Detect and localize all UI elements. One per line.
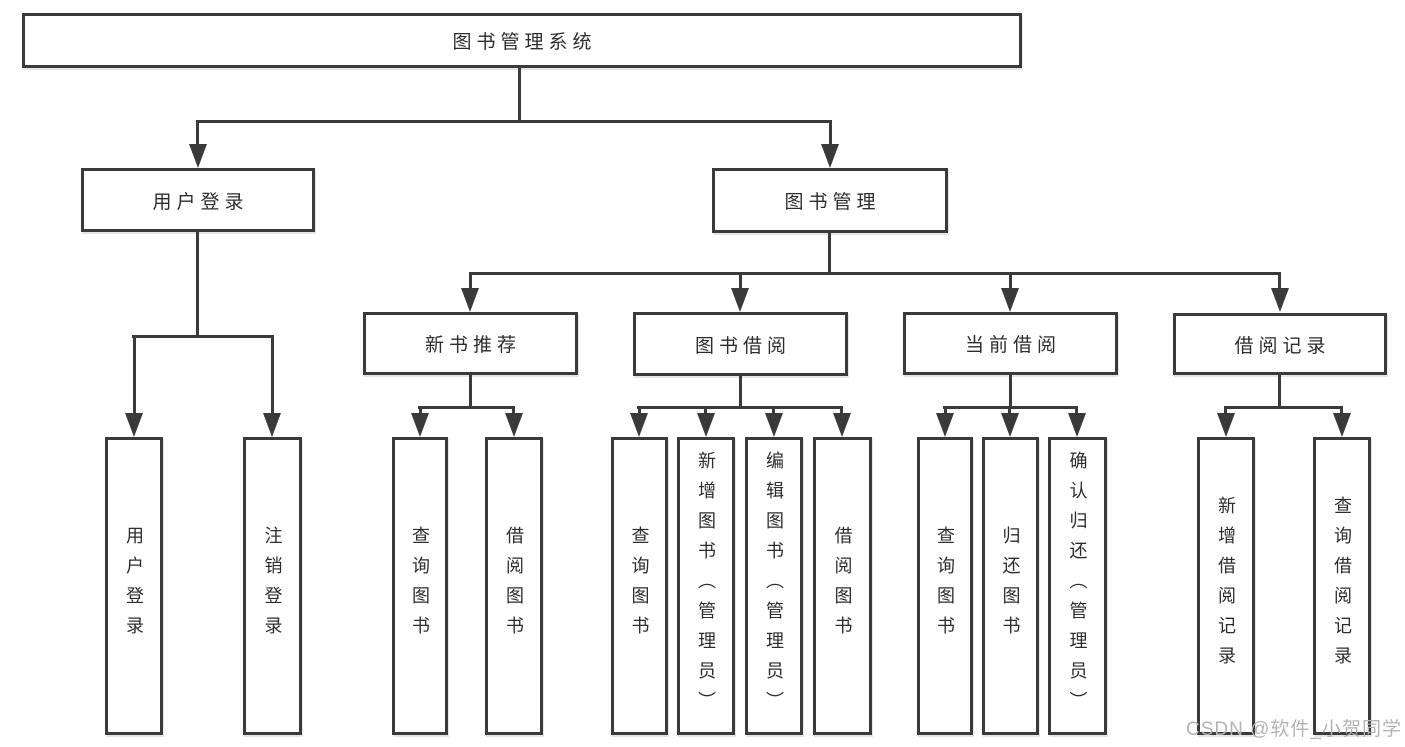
node-new-book-recommendation: 新书推荐 [363, 312, 578, 375]
connector-hline [637, 406, 843, 409]
node-user-login: 用户登录 [81, 168, 315, 232]
connector-vline [1278, 375, 1281, 408]
arrow-down-icon [765, 413, 783, 437]
connector-vline [772, 406, 775, 415]
leaf-add-borrow-record: 新增借阅记录 [1197, 437, 1255, 735]
arrow-down-icon [1217, 413, 1235, 437]
connector-vline [829, 120, 832, 146]
connector-vline [944, 406, 947, 415]
leaf-borrow-books: 借阅图书 [813, 437, 872, 735]
connector-vline [196, 120, 199, 146]
leaf-confirm-return-admin: 确认归还（管理员） [1048, 437, 1107, 735]
arrow-down-icon [1271, 288, 1289, 312]
arrow-down-icon [630, 413, 648, 437]
connector-vline [1340, 406, 1343, 415]
connector-vline [840, 406, 843, 415]
leaf-edit-books-admin: 编辑图书（管理员） [745, 437, 803, 735]
node-current-borrowing: 当前借阅 [903, 312, 1118, 375]
connector-hline [132, 335, 273, 338]
arrow-down-icon [461, 288, 479, 312]
arrow-down-icon [189, 144, 207, 168]
node-book-borrowing: 图书借阅 [633, 312, 848, 376]
connector-hline [469, 272, 1280, 275]
connector-vline [638, 406, 641, 415]
arrow-down-icon [1068, 413, 1086, 437]
leaf-return-books: 归还图书 [982, 437, 1039, 735]
arrow-down-icon [821, 144, 839, 168]
connector-vline [1224, 406, 1227, 415]
node-borrowing-records: 借阅记录 [1173, 313, 1387, 375]
leaf-logout: 注销登录 [243, 437, 302, 735]
connector-vline [1278, 272, 1281, 290]
connector-hline [196, 120, 832, 123]
connector-vline [739, 272, 742, 290]
leaf-query-books: 查询图书 [917, 437, 973, 735]
arrow-down-icon [833, 413, 851, 437]
connector-hline [1224, 406, 1343, 409]
arrow-down-icon [125, 413, 143, 437]
leaf-borrow-books: 借阅图书 [485, 437, 543, 735]
connector-vline [739, 376, 742, 408]
watermark-csdn: CSDN @软件_小贺同学 [1186, 719, 1402, 740]
arrow-down-icon [1001, 288, 1019, 312]
connector-vline [512, 406, 515, 415]
connector-vline [271, 335, 274, 415]
leaf-add-books-admin: 新增图书（管理员） [677, 437, 735, 735]
arrow-down-icon [505, 413, 523, 437]
leaf-query-books: 查询图书 [392, 437, 448, 735]
connector-vline [1009, 272, 1012, 290]
connector-vline [133, 335, 136, 415]
connector-vline [469, 375, 472, 408]
arrow-down-icon [1001, 413, 1019, 437]
connector-vline [1009, 375, 1012, 408]
connector-hline [418, 406, 515, 409]
arrow-down-icon [697, 413, 715, 437]
leaf-query-books: 查询图书 [611, 437, 668, 735]
arrow-down-icon [731, 288, 749, 312]
arrow-down-icon [263, 413, 281, 437]
arrow-down-icon [936, 413, 954, 437]
arrow-down-icon [411, 413, 429, 437]
connector-vline [469, 272, 472, 290]
connector-vline [518, 68, 521, 123]
connector-vline [1075, 406, 1078, 415]
arrow-down-icon [1333, 413, 1351, 437]
connector-vline [1008, 406, 1011, 415]
leaf-query-borrow-record: 查询借阅记录 [1313, 437, 1371, 735]
connector-vline [828, 233, 831, 275]
connector-vline [704, 406, 707, 415]
connector-vline [419, 406, 422, 415]
leaf-user-login: 用户登录 [105, 437, 163, 735]
connector-vline [196, 232, 199, 338]
node-book-management: 图书管理 [712, 168, 948, 233]
node-library-management-system: 图书管理系统 [22, 13, 1022, 68]
